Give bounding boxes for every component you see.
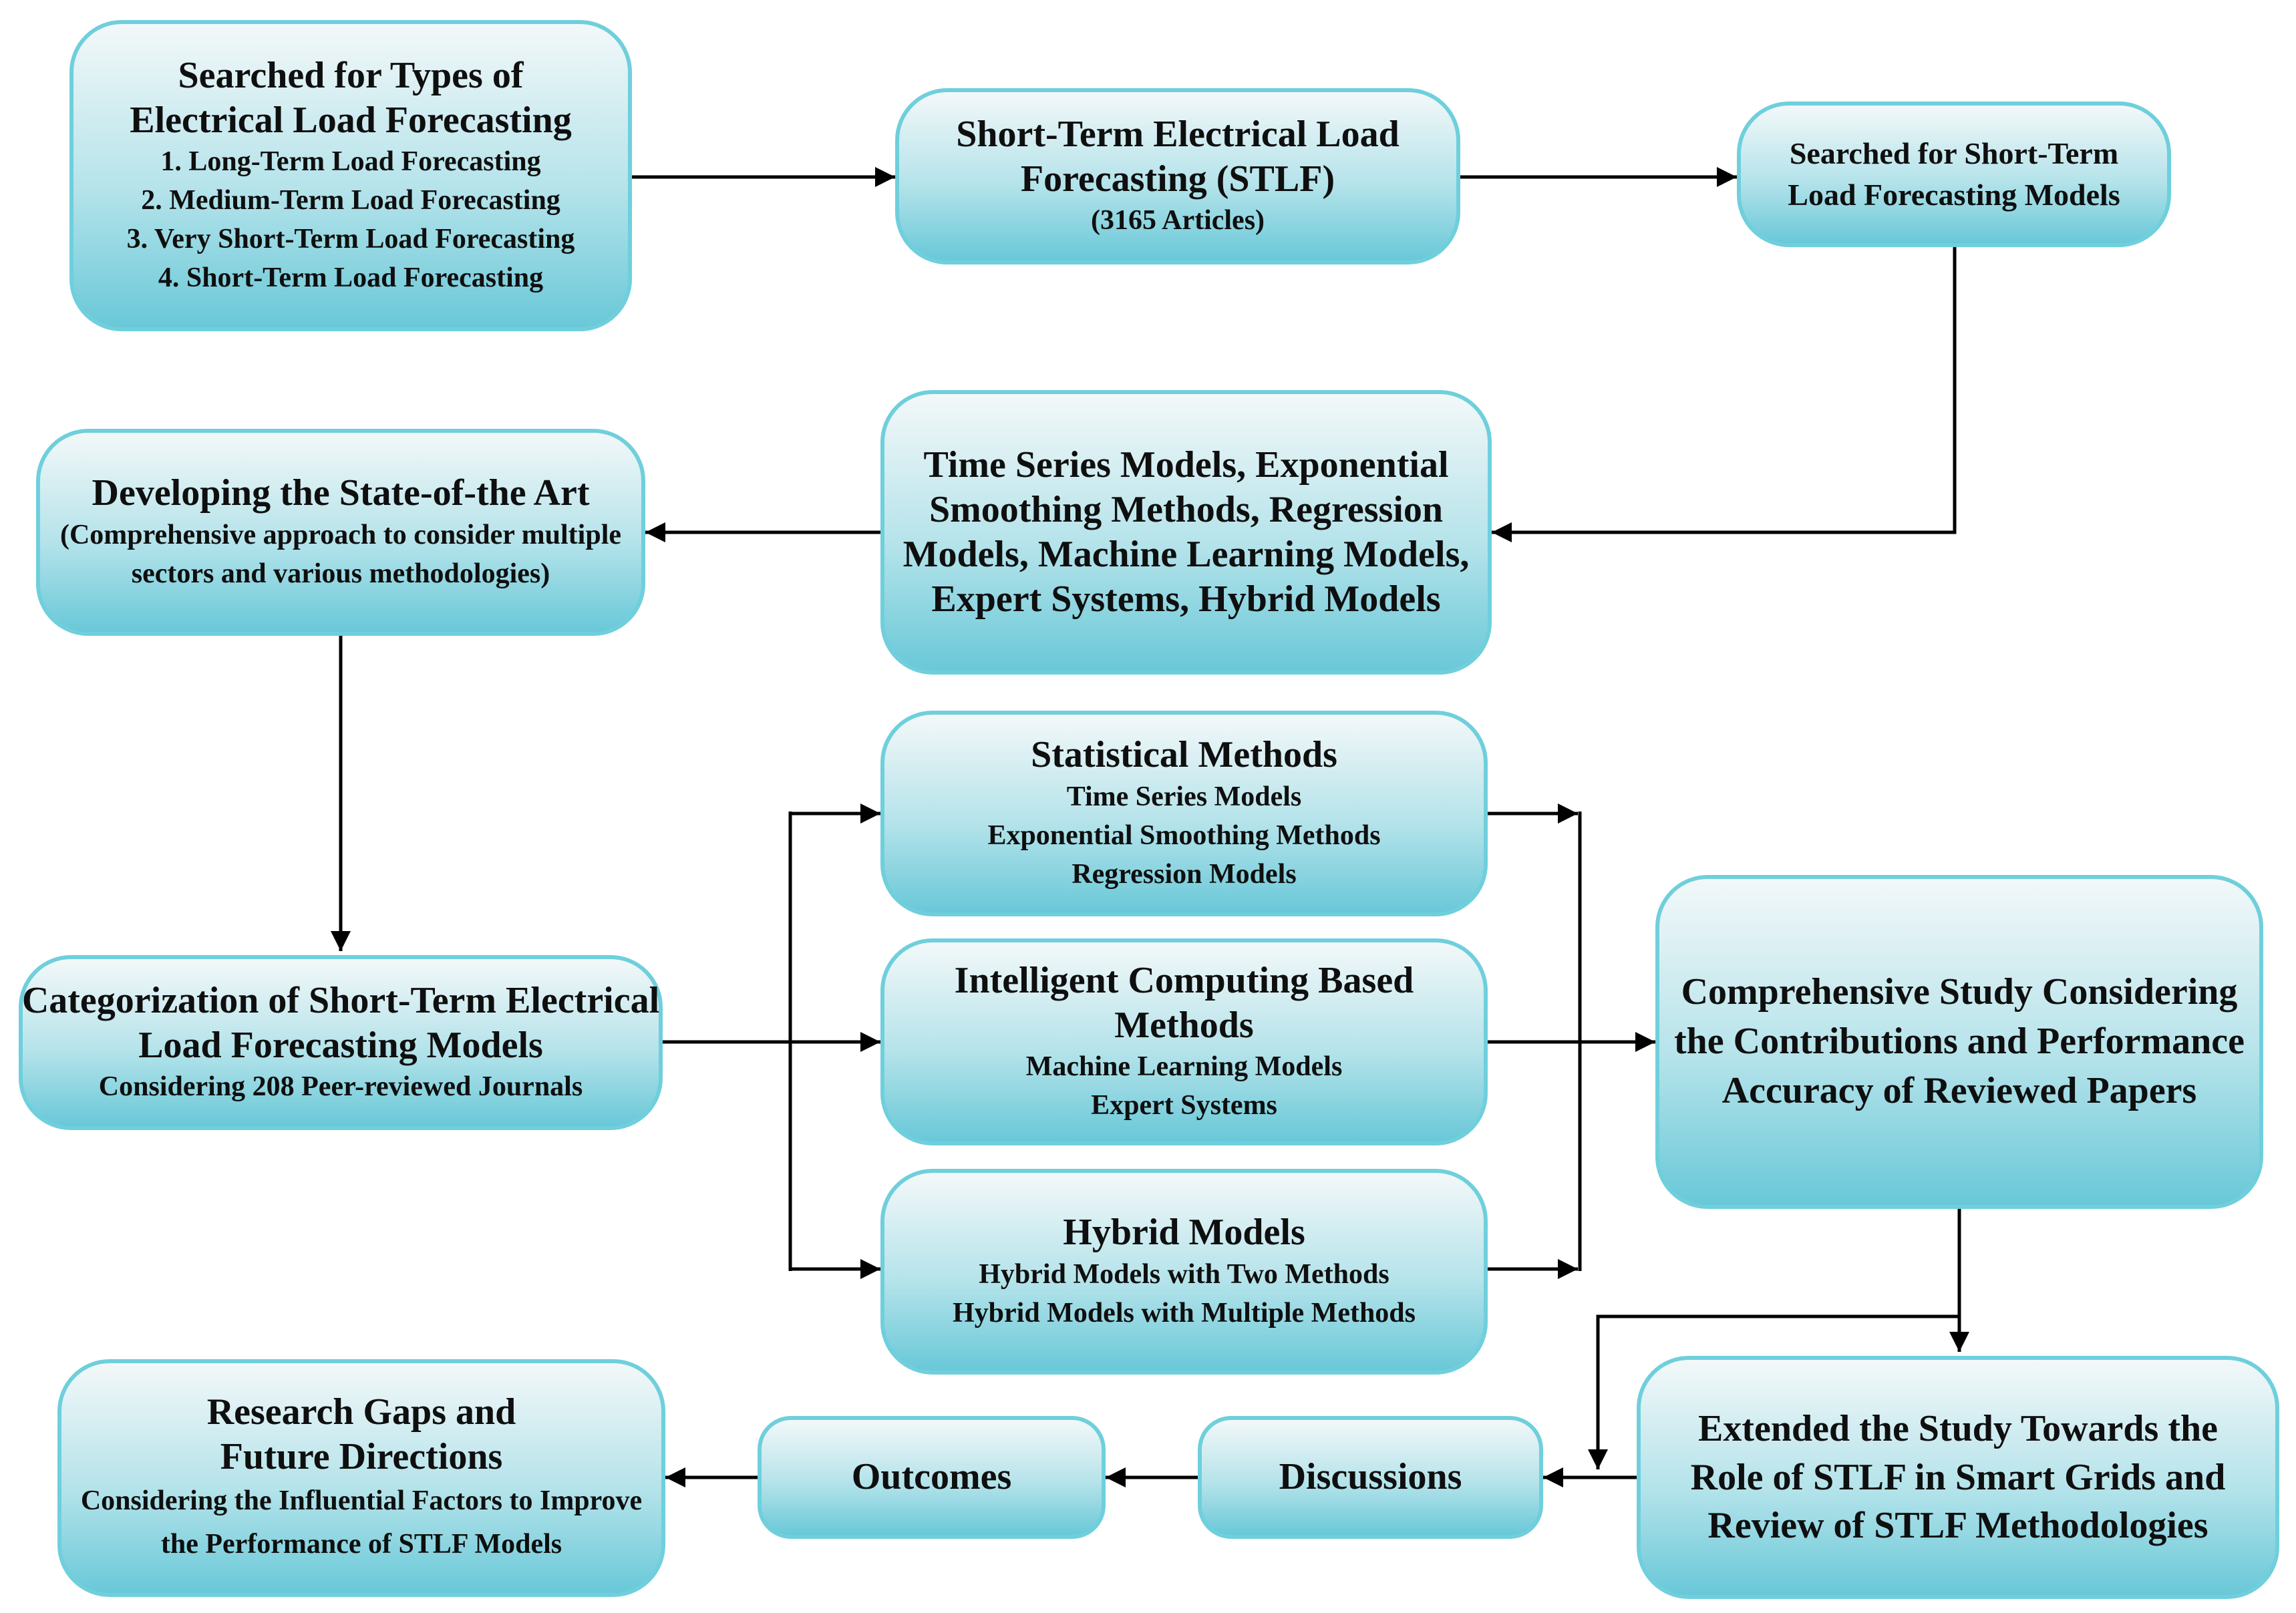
- box-research-gaps: Research Gaps and Future Directions Cons…: [57, 1359, 665, 1597]
- categorization-subtitle: Considering 208 Peer-reviewed Journals: [98, 1071, 583, 1103]
- state-of-art-subtitle: (Comprehensive approach to consider mult…: [59, 519, 622, 589]
- hybrid-title: Hybrid Models: [1063, 1212, 1305, 1254]
- model-list-title: Time Series Models, Exponential Smoothin…: [903, 443, 1470, 620]
- hybrid-item-1: Hybrid Models with Two Methods: [979, 1258, 1389, 1290]
- discussions-title: Discussions: [1279, 1456, 1462, 1498]
- types-item-2: 2. Medium-Term Load Forecasting: [141, 185, 560, 216]
- intelligent-item-2: Expert Systems: [1091, 1090, 1277, 1121]
- intelligent-item-1: Machine Learning Models: [1025, 1051, 1343, 1083]
- stlf-title: Short-Term Electrical Load Forecasting (…: [956, 113, 1400, 200]
- box-model-list: Time Series Models, Exponential Smoothin…: [880, 390, 1492, 675]
- statistical-item-2: Exponential Smoothing Methods: [987, 820, 1381, 851]
- box-comprehensive-study: Comprehensive Study Considering the Cont…: [1655, 875, 2263, 1209]
- box-stlf: Short-Term Electrical Load Forecasting (…: [895, 88, 1460, 264]
- box-hybrid-models: Hybrid Models Hybrid Models with Two Met…: [880, 1169, 1488, 1375]
- outcomes-title: Outcomes: [851, 1456, 1012, 1498]
- arrow-feedback-to-discussions: [1588, 1314, 1959, 1469]
- types-item-3: 3. Very Short-Term Load Forecasting: [126, 224, 575, 255]
- box-discussions: Discussions: [1198, 1416, 1543, 1539]
- statistical-item-3: Regression Models: [1072, 858, 1297, 890]
- types-item-4: 4. Short-Term Load Forecasting: [158, 262, 544, 294]
- research-gaps-title: Research Gaps and Future Directions: [206, 1391, 516, 1477]
- box-intelligent-computing: Intelligent Computing Based Methods Mach…: [880, 938, 1488, 1145]
- search-models-title: Searched for Short-Term Load Forecasting…: [1788, 136, 2120, 212]
- box-types-of-load-forecasting: Searched for Types of Electrical Load Fo…: [69, 20, 632, 331]
- box-search-stlf-models: Searched for Short-Term Load Forecasting…: [1737, 102, 2171, 247]
- box-state-of-the-art: Developing the State-of-the Art (Compreh…: [36, 429, 645, 636]
- hybrid-item-2: Hybrid Models with Multiple Methods: [952, 1297, 1416, 1328]
- types-item-1: 1. Long-Term Load Forecasting: [160, 146, 541, 178]
- intelligent-title: Intelligent Computing Based Methods: [954, 959, 1414, 1047]
- research-gaps-subtitle: Considering the Influential Factors to I…: [80, 1485, 643, 1560]
- state-of-art-title: Developing the State-of-the Art: [92, 472, 590, 514]
- comprehensive-title: Comprehensive Study Considering the Cont…: [1674, 971, 2245, 1111]
- statistical-title: Statistical Methods: [1031, 734, 1337, 776]
- statistical-item-1: Time Series Models: [1066, 781, 1302, 812]
- box-outcomes: Outcomes: [758, 1416, 1106, 1539]
- box-categorization: Categorization of Short-Term Electrical …: [19, 955, 663, 1130]
- box-statistical-methods: Statistical Methods Time Series Models E…: [880, 711, 1488, 916]
- categorization-title: Categorization of Short-Term Electrical …: [21, 979, 660, 1067]
- arrow-search-models-to-model-list: [1492, 247, 1957, 542]
- types-title: Searched for Types of Electrical Load Fo…: [130, 54, 572, 142]
- extended-title: Extended the Study Towards the Role of S…: [1690, 1407, 2226, 1547]
- box-extended-study: Extended the Study Towards the Role of S…: [1637, 1356, 2279, 1599]
- stlf-articles-count: (3165 Articles): [1090, 205, 1265, 236]
